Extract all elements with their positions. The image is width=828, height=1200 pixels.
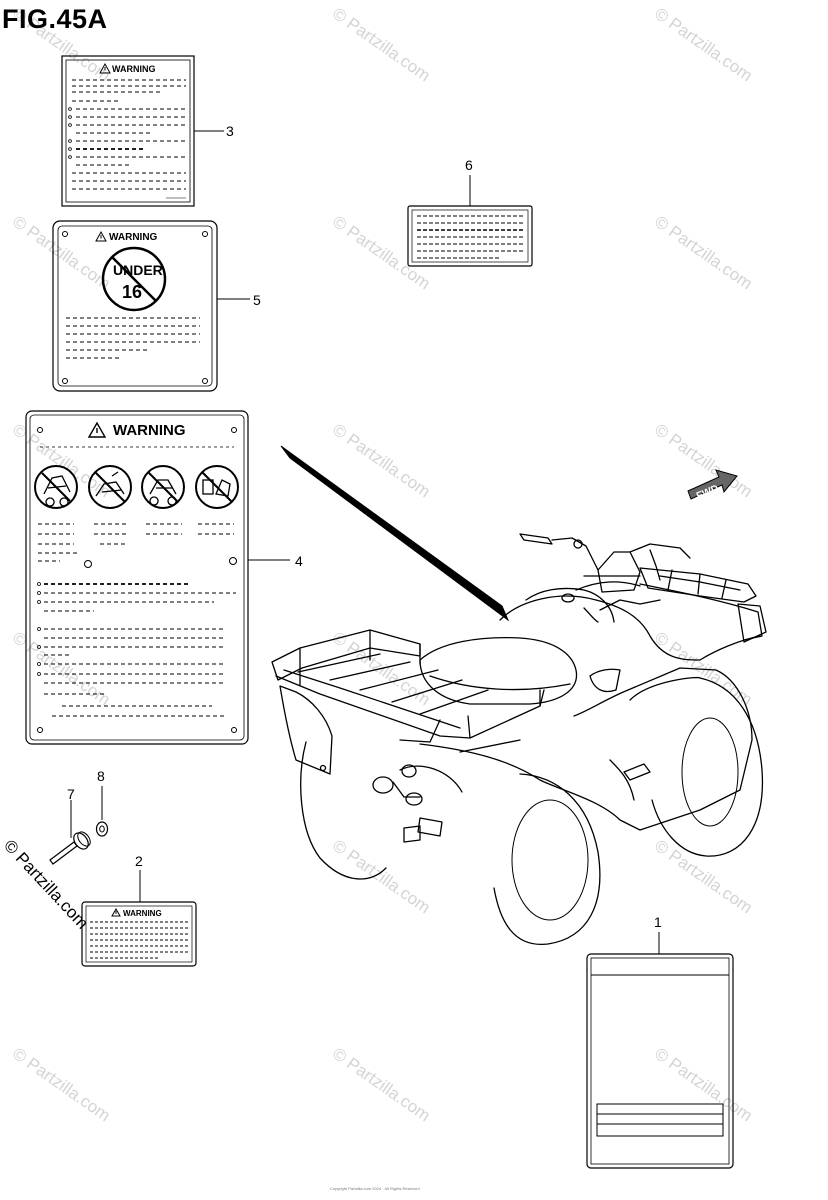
warning-triangle-icon bbox=[87, 421, 107, 438]
warning-heading: WARNING bbox=[123, 909, 162, 918]
atv-illustration bbox=[271, 533, 767, 945]
no-helmet-icon bbox=[195, 465, 239, 509]
washer-8 bbox=[95, 786, 109, 837]
no-passenger-icon bbox=[34, 465, 78, 509]
callout-4: 4 bbox=[295, 553, 303, 569]
callout-6: 6 bbox=[465, 157, 473, 173]
figure-title: FIG.45A bbox=[2, 4, 108, 34]
callout-5: 5 bbox=[253, 292, 261, 308]
warning-triangle-icon bbox=[99, 62, 111, 74]
warning-label-4: WARNING bbox=[25, 410, 290, 745]
warning-triangle-icon bbox=[95, 230, 107, 242]
under-text: UNDER bbox=[113, 262, 163, 278]
fwd-arrow-icon: FWD bbox=[687, 469, 738, 502]
warning-label-2: WARNING bbox=[81, 870, 197, 967]
warning-heading: WARNING bbox=[113, 422, 186, 439]
warning-heading: WARNING bbox=[112, 64, 156, 74]
callout-2: 2 bbox=[135, 853, 143, 869]
callout-7: 7 bbox=[67, 786, 75, 802]
warning-heading: WARNING bbox=[109, 232, 158, 243]
callout-8: 8 bbox=[97, 768, 105, 784]
no-under-16-icon: UNDER 16 bbox=[101, 246, 167, 312]
callout-1: 1 bbox=[654, 914, 662, 930]
callout-3: 3 bbox=[226, 123, 234, 139]
label-6 bbox=[407, 175, 533, 267]
label-4-position-pointer bbox=[280, 445, 510, 622]
label-1 bbox=[586, 932, 734, 1169]
footer-copyright: Copyright Partzilla.com 2024 · All Right… bbox=[330, 1186, 420, 1191]
no-alcohol-icon bbox=[141, 465, 185, 509]
bolt-7 bbox=[49, 800, 91, 865]
under-16-warning-label-5: WARNING UNDER 16 bbox=[52, 220, 250, 392]
under-age: 16 bbox=[122, 282, 142, 302]
no-public-road-icon bbox=[88, 465, 132, 509]
warning-triangle-icon bbox=[111, 907, 121, 917]
warning-label-3: WARNING bbox=[61, 55, 224, 207]
